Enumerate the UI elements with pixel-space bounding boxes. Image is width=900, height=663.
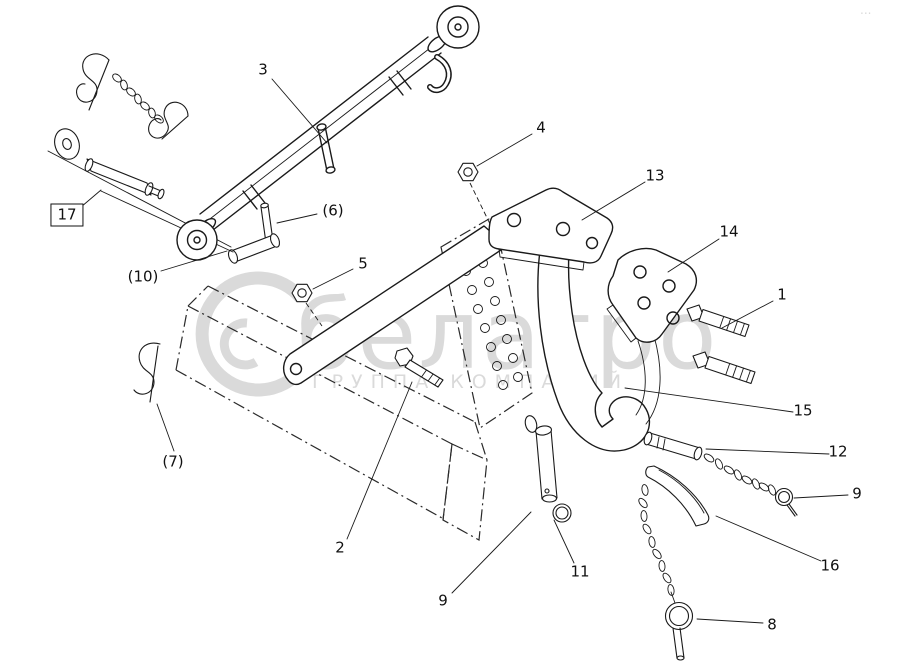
callout-8: 8: [767, 615, 777, 634]
leader-lines: [80, 78, 849, 624]
nut-part-5: [291, 283, 313, 303]
callout-7: (7): [162, 452, 184, 471]
callout-2: 2: [335, 538, 345, 557]
assembly-hint-lines: [305, 182, 492, 327]
linch-pin-chain-top: [76, 53, 189, 140]
callout-12: 12: [828, 442, 848, 461]
callout-14: 14: [719, 222, 739, 241]
nut-part-4: [457, 162, 479, 182]
callout-9-left: 9: [438, 591, 448, 610]
callout-13: 13: [645, 166, 665, 185]
callout-4: 4: [536, 118, 546, 137]
callout-9-right: 9: [852, 484, 862, 503]
callout-11: 11: [570, 562, 590, 581]
chain-links-top: [112, 73, 164, 124]
side-plate-part-14: [606, 247, 698, 343]
ring-pin-part-9-right: [774, 487, 798, 517]
r-clip-part-7: [133, 342, 161, 403]
chain-links-down: [638, 484, 675, 596]
callout-3: 3: [258, 60, 268, 79]
pin-chain-part-12: [643, 431, 798, 517]
hook-bracket-part-15: [537, 249, 661, 452]
frame-beam-phantom: [175, 215, 533, 541]
washer-pin-part-17: [47, 128, 234, 253]
bolt-part-1-lower: [692, 351, 756, 385]
top-link-part-3: [176, 5, 480, 261]
upper-plate-part-13: [488, 187, 614, 271]
callout-10: (10): [127, 267, 159, 286]
bolt-part-2: [394, 347, 444, 388]
watermark-corner-mark: ...: [860, 3, 871, 17]
ring-pin-part-8: [664, 591, 694, 661]
callout-1: 1: [777, 285, 787, 304]
callout-17: 17: [50, 203, 84, 227]
callout-15: 15: [793, 401, 813, 420]
keeper-part-16: [638, 465, 710, 661]
chain-links-right: [703, 453, 777, 496]
pin-part-10: [227, 233, 281, 264]
callout-6: (6): [322, 201, 344, 220]
watermark-logo-icon: [195, 271, 306, 397]
link-arm: [283, 225, 508, 386]
clevis-pin-part-11: [524, 415, 572, 523]
watermark-subtitle-text: ГРУППА КОМПАНИЙ: [312, 370, 629, 393]
callout-16: 16: [820, 556, 840, 575]
callout-5: 5: [358, 254, 368, 273]
